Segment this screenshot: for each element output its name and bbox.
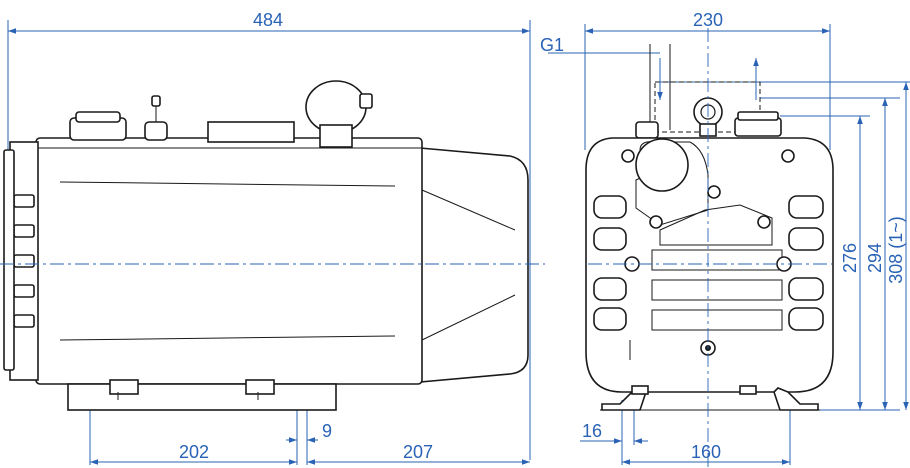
fan-cover: [419, 147, 529, 383]
gas-ballast-valve: [144, 121, 168, 141]
port-label: G1: [540, 35, 564, 55]
base-plate: [67, 383, 337, 411]
dim-height-276: 276: [840, 243, 860, 273]
inlet-opening: [635, 138, 689, 192]
dim-foot-16: 16: [582, 421, 602, 441]
pump-housing: [585, 137, 834, 393]
dim-foot-160: 160: [691, 442, 721, 462]
dim-height-308: 308 (1~): [886, 216, 906, 284]
front-view: [548, 24, 910, 468]
pump-body: [35, 137, 423, 385]
dim-overall-length: 484: [253, 10, 283, 30]
dim-base-207: 207: [403, 442, 433, 462]
dimension-lines: [8, 28, 909, 465]
dim-height-294: 294: [865, 243, 885, 273]
side-view: [0, 20, 545, 465]
dim-base-202: 202: [179, 442, 209, 462]
top-block: [207, 121, 295, 143]
dim-base-9: 9: [322, 421, 332, 441]
dim-overall-width: 230: [693, 10, 723, 30]
